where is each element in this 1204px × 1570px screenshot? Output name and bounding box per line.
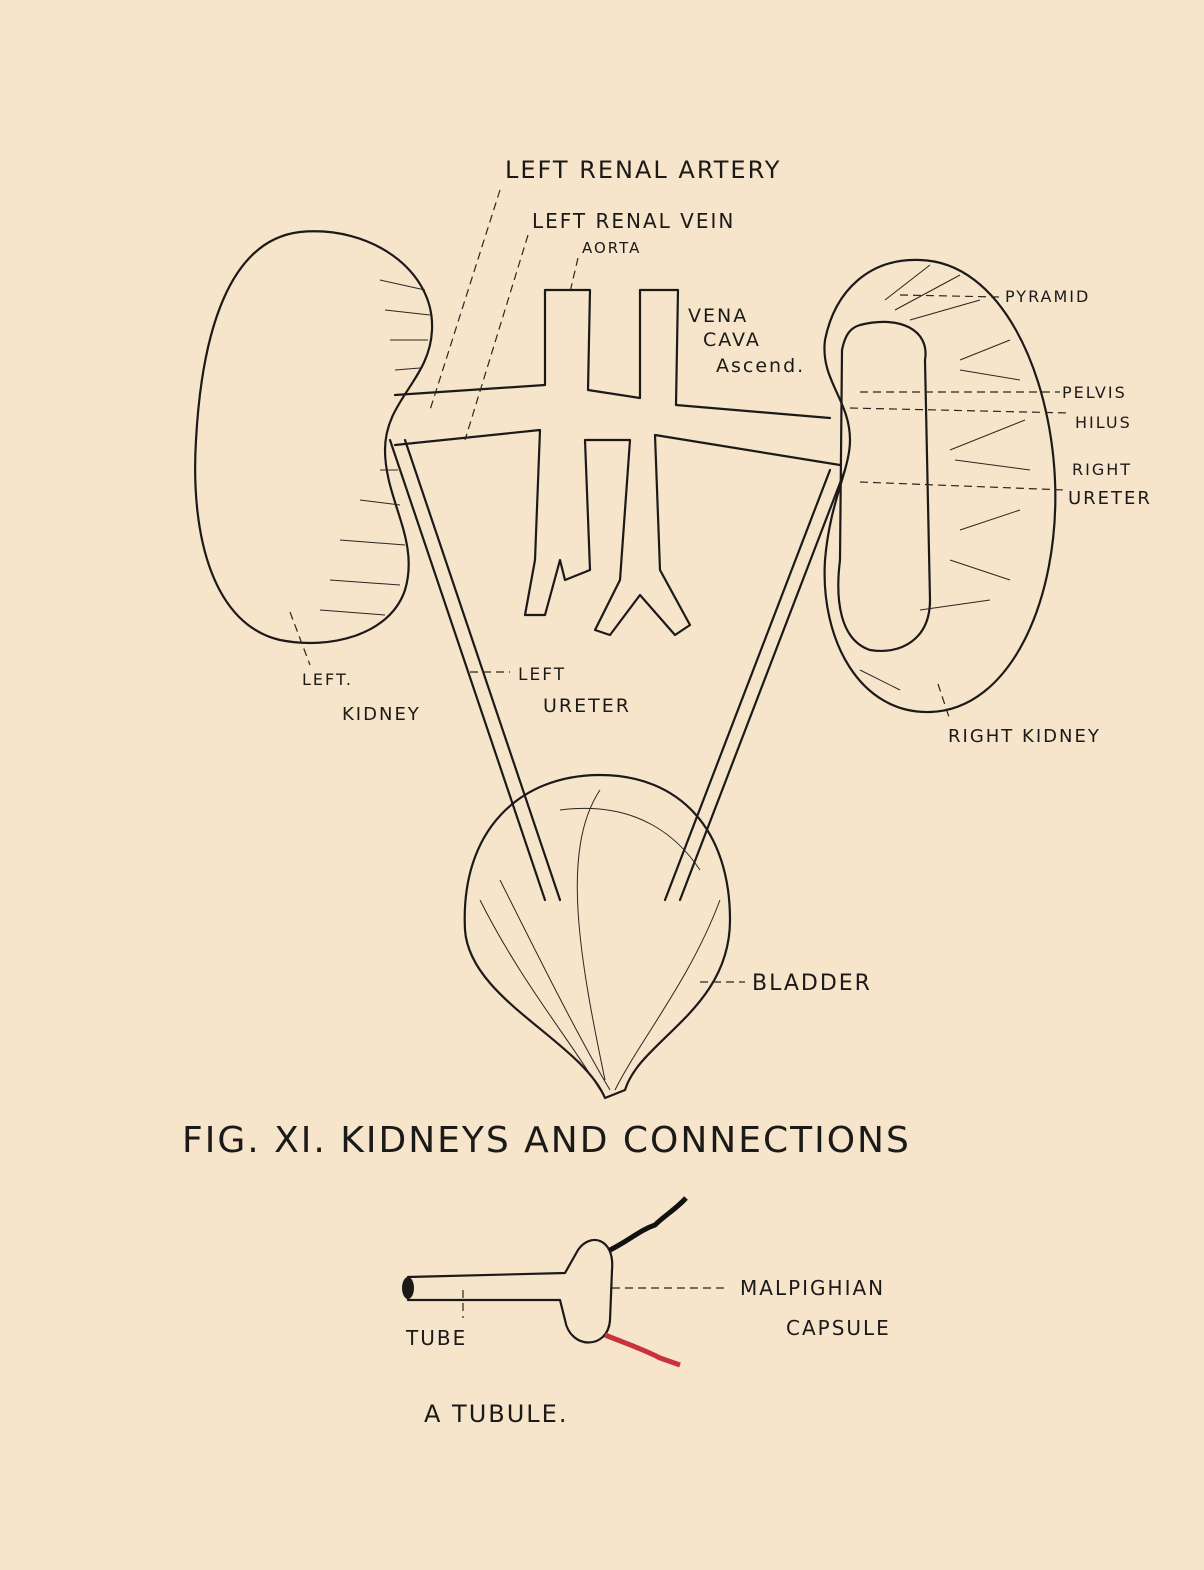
label-vena-cava-1: VENA [688, 305, 748, 327]
label-malpighian-capsule-1: MALPIGHIAN [740, 1276, 885, 1300]
tubule-caption: A TUBULE. [424, 1400, 568, 1428]
leader-lines [289, 189, 1071, 1318]
label-left-ureter-1: LEFT [518, 665, 566, 685]
label-right-ureter-2: URETER [1068, 488, 1152, 509]
figure-title: FIG. XI. KIDNEYS AND CONNECTIONS [182, 1120, 911, 1161]
right-kidney [823, 258, 1057, 714]
label-hilus: HILUS [1075, 413, 1132, 432]
label-pelvis: PELVIS [1062, 383, 1127, 402]
renal-vessels [393, 288, 842, 637]
left-kidney [194, 230, 434, 644]
label-vena-cava-2: CAVA [703, 329, 761, 351]
bladder [463, 773, 732, 1100]
label-right-ureter-1: RIGHT [1072, 460, 1132, 479]
label-bladder: BLADDER [752, 971, 872, 996]
label-right-kidney: RIGHT KIDNEY [948, 726, 1101, 747]
label-malpighian-capsule-2: CAPSULE [786, 1316, 891, 1340]
label-left-renal-vein: LEFT RENAL VEIN [532, 209, 735, 233]
ureters [388, 438, 847, 902]
label-vena-cava-3: Ascend. [716, 355, 805, 377]
label-tube: TUBE [405, 1326, 467, 1350]
label-left-ureter-2: URETER [543, 695, 631, 717]
tubule-drawing [402, 1196, 688, 1368]
label-left-kidney-1: LEFT. [302, 670, 353, 689]
label-pyramid: PYRAMID [1005, 287, 1090, 306]
label-aorta: AORTA [582, 239, 641, 257]
label-left-kidney-2: KIDNEY [342, 704, 421, 725]
label-left-renal-artery: LEFT RENAL ARTERY [505, 156, 781, 184]
